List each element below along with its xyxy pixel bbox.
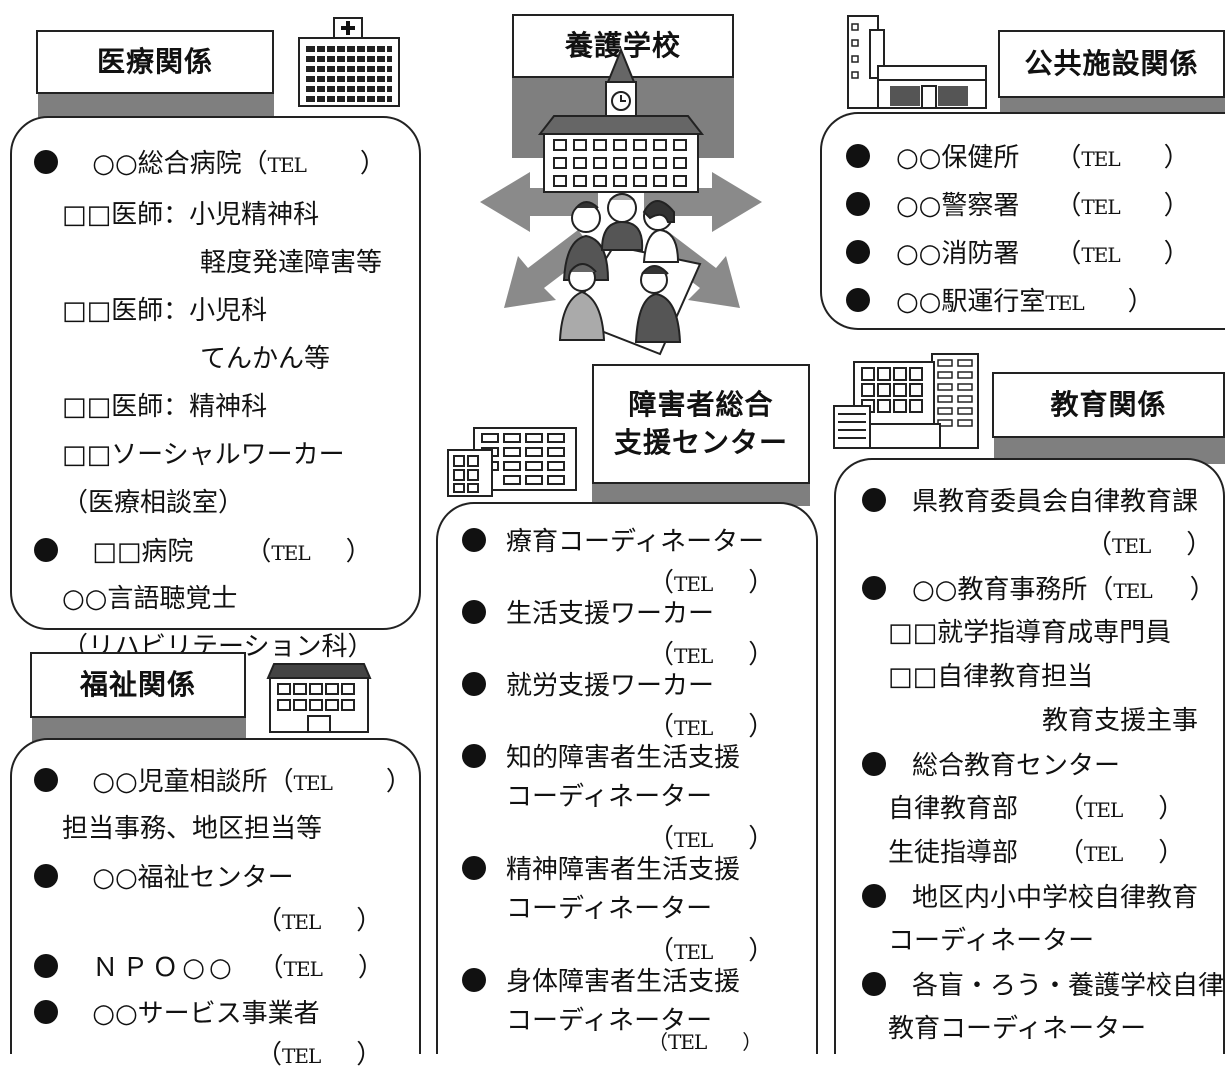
medical-line-6: □□医師：精神科 bbox=[62, 392, 268, 422]
bullet-icon bbox=[462, 600, 486, 624]
welfare-title: 福祉関係 bbox=[30, 652, 246, 718]
school-title: 養護学校 bbox=[512, 14, 734, 78]
bullet-icon bbox=[846, 192, 870, 216]
education-line-12: 教育コーディネーター bbox=[888, 1014, 1147, 1044]
bullet-icon bbox=[862, 576, 886, 600]
public-panel: ○○保健所（TEL） ○○警察署（TEL） ○○消防署（TEL） ○○駅運行室T… bbox=[820, 112, 1225, 330]
education-line-4: □□自律教育担当 bbox=[888, 662, 1094, 692]
support-line-4: 知的障害者生活支援 bbox=[462, 744, 740, 771]
welfare-line-7: （TEL） bbox=[256, 1040, 383, 1070]
medical-line-1: ○○総合病院（TEL） bbox=[34, 150, 386, 177]
education-line-11: 各盲・ろう・養護学校自律 bbox=[862, 972, 1224, 999]
support-tel-2: （TEL） bbox=[648, 640, 775, 670]
welfare-panel: ○○児童相談所（TEL） 担当事務、地区担当等 ○○福祉センター （TEL） Ｎ… bbox=[10, 738, 421, 1068]
education-line-7: 自律教育部（TEL） bbox=[888, 794, 1185, 824]
education-line-1: 県教育委員会自律教育課 bbox=[862, 488, 1198, 515]
bullet-icon bbox=[462, 744, 486, 768]
bullet-icon bbox=[34, 864, 58, 888]
public-line-3: ○○消防署（TEL） bbox=[846, 240, 1190, 267]
support-title-line2: 支援センター bbox=[613, 426, 788, 459]
education-line-9: 地区内小中学校自律教育 bbox=[862, 884, 1198, 911]
bullet-icon bbox=[34, 150, 58, 174]
public-building-icon bbox=[847, 15, 987, 109]
support-panel: 療育コーディネーター （TEL） 生活支援ワーカー （TEL） 就労支援ワーカー… bbox=[436, 502, 818, 1054]
bullet-icon bbox=[34, 538, 58, 562]
medical-line-7: □□ソーシャルワーカー bbox=[62, 440, 345, 470]
support-line-6: 精神障害者生活支援 bbox=[462, 856, 740, 883]
welfare-line-3: ○○福祉センター bbox=[34, 864, 294, 891]
medical-title: 医療関係 bbox=[36, 30, 274, 94]
welfare-line-6: ○○サービス事業者 bbox=[34, 1000, 320, 1027]
bullet-icon bbox=[862, 752, 886, 776]
education-line-10: コーディネーター bbox=[888, 926, 1095, 956]
bullet-icon bbox=[34, 768, 58, 792]
public-line-1: ○○保健所（TEL） bbox=[846, 144, 1190, 171]
education-line-8: 生徒指導部（TEL） bbox=[888, 838, 1185, 868]
school-meeting-illustration bbox=[480, 47, 762, 356]
welfare-line-4: （TEL） bbox=[256, 906, 383, 936]
education-tel-1: （TEL） bbox=[1086, 530, 1213, 560]
education-line-3: □□就学指導育成専門員 bbox=[888, 618, 1172, 648]
education-building-icon bbox=[833, 353, 979, 449]
bullet-icon bbox=[462, 856, 486, 880]
welfare-line-1: ○○児童相談所（TEL） bbox=[34, 768, 412, 795]
support-line-3: 就労支援ワーカー bbox=[462, 672, 714, 699]
welfare-building-icon bbox=[266, 663, 372, 733]
medical-line-4: □□医師：小児科 bbox=[62, 296, 268, 326]
bullet-icon bbox=[862, 972, 886, 996]
support-line-9: コーディネーター bbox=[506, 1006, 713, 1036]
public-line-2: ○○警察署（TEL） bbox=[846, 192, 1190, 219]
support-tel-5: （TEL） bbox=[648, 936, 775, 966]
public-title: 公共施設関係 bbox=[998, 30, 1225, 98]
education-panel: 県教育委員会自律教育課 （TEL） ○○教育事務所（TEL） □□就学指導育成専… bbox=[834, 458, 1225, 1054]
office-building-icon bbox=[447, 427, 577, 497]
bullet-icon bbox=[862, 488, 886, 512]
support-tel-6: （TEL） bbox=[648, 1030, 763, 1054]
public-line-4: ○○駅運行室TEL） bbox=[846, 288, 1154, 315]
support-line-1: 療育コーディネーター bbox=[462, 528, 764, 555]
bullet-icon bbox=[34, 1000, 58, 1024]
medical-line-10: ○○言語聴覚士 bbox=[62, 584, 238, 614]
medical-line-9: □□病院（TEL） bbox=[34, 538, 372, 565]
welfare-line-2: 担当事務、地区担当等 bbox=[62, 814, 323, 844]
medical-line-2: □□医師：小児精神科 bbox=[62, 200, 320, 230]
bullet-icon bbox=[846, 144, 870, 168]
bullet-icon bbox=[34, 954, 58, 978]
support-tel-4: （TEL） bbox=[648, 824, 775, 854]
bullet-icon bbox=[462, 968, 486, 992]
support-tel-3: （TEL） bbox=[648, 712, 775, 742]
hospital-icon bbox=[298, 17, 400, 107]
support-tel-1: （TEL） bbox=[648, 568, 775, 598]
support-title-line1: 障害者総合 bbox=[628, 388, 774, 422]
bullet-icon bbox=[462, 672, 486, 696]
medical-line-8: （医療相談室） bbox=[62, 488, 245, 518]
support-title: 障害者総合 支援センター bbox=[592, 364, 810, 484]
welfare-line-5: ＮＰＯ○○（TEL） bbox=[34, 954, 384, 981]
support-line-7: コーディネーター bbox=[506, 894, 713, 924]
education-line-6: 総合教育センター bbox=[862, 752, 1120, 779]
support-line-2: 生活支援ワーカー bbox=[462, 600, 714, 627]
medical-panel: ○○総合病院（TEL） □□医師：小児精神科 軽度発達障害等 □□医師：小児科 … bbox=[10, 116, 421, 660]
education-line-2: ○○教育事務所（TEL） bbox=[862, 576, 1216, 603]
support-line-8: 身体障害者生活支援 bbox=[462, 968, 740, 995]
bullet-icon bbox=[846, 240, 870, 264]
bullet-icon bbox=[462, 528, 486, 552]
bullet-icon bbox=[862, 884, 886, 908]
medical-line-5: てんかん等 bbox=[200, 344, 331, 374]
education-title: 教育関係 bbox=[992, 372, 1225, 438]
bullet-icon bbox=[846, 288, 870, 312]
education-line-5: 教育支援主事 bbox=[1042, 706, 1199, 736]
medical-line-3: 軽度発達障害等 bbox=[200, 248, 383, 278]
support-line-5: コーディネーター bbox=[506, 782, 713, 812]
